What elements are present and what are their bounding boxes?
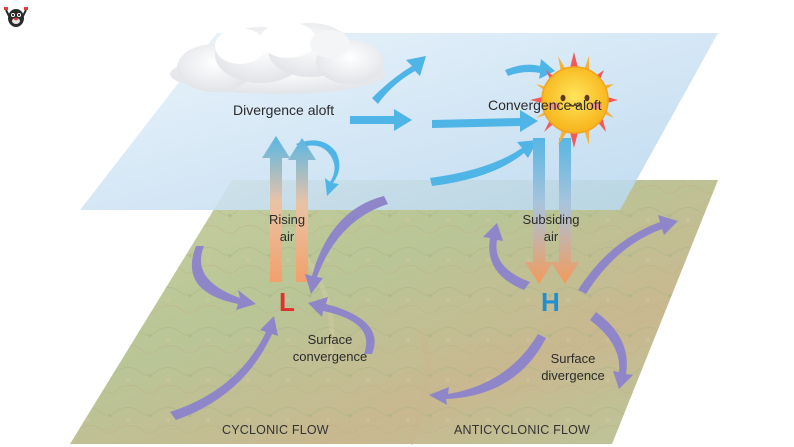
anticyclonic-arrow-ne <box>578 215 678 294</box>
subsiding-air-arrows <box>525 138 579 284</box>
low-pressure-letter: L <box>279 287 295 317</box>
aloft-arrow-3 <box>432 110 538 132</box>
high-pressure-letter: H <box>541 287 560 317</box>
anticyclonic-arrow-sw <box>429 334 546 405</box>
surface-divergence-label: Surface divergence <box>541 351 605 383</box>
convergence-aloft-label: Convergence aloft <box>488 97 602 113</box>
anticyclonic-flow-label: ANTICYCLONIC FLOW <box>454 423 591 437</box>
rising-arrow-right <box>288 138 316 282</box>
smiling-sun-icon <box>530 52 618 148</box>
cyclonic-arrow-ne <box>305 196 388 294</box>
anticyclonic-arrow-nw <box>483 223 530 290</box>
subsiding-arrow-right <box>551 138 579 284</box>
cyclonic-arrow-se <box>308 297 375 354</box>
aloft-arrow-4 <box>430 140 538 186</box>
subsiding-air-label: Subsiding air <box>522 212 580 244</box>
aloft-arrow-5 <box>505 59 555 79</box>
cyclonic-arrow-sw <box>170 316 278 420</box>
rising-air-arrows <box>262 136 316 282</box>
aloft-arrow-2 <box>350 109 412 131</box>
divergence-aloft-label: Divergence aloft <box>233 102 335 118</box>
aloft-arrows <box>296 56 555 196</box>
rising-arrow-left <box>262 136 290 282</box>
aloft-arrow-1 <box>372 56 426 104</box>
cyclonic-flow-label: CYCLONIC FLOW <box>222 423 329 437</box>
aloft-arrow-6 <box>296 140 340 196</box>
surface-convergence-label: Surface convergence <box>292 332 368 364</box>
rising-air-label: Rising air <box>268 212 306 244</box>
subsiding-arrow-left <box>525 138 553 284</box>
cloud-icon <box>170 22 386 94</box>
anticyclonic-arrow-se <box>590 312 633 389</box>
mole-cartoon-icon <box>4 7 28 27</box>
cyclonic-arrow-nw <box>191 246 256 310</box>
terrain-plane <box>70 180 718 446</box>
surface-arrows <box>170 196 678 420</box>
